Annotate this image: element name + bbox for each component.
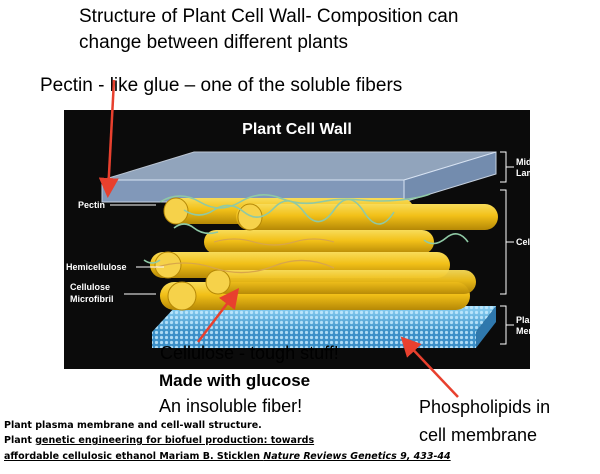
plasma-membrane xyxy=(152,306,496,348)
citation-prefix: Plant xyxy=(4,435,36,446)
page-title-line-1: Structure of Plant Cell Wall- Compositio… xyxy=(79,6,459,27)
citation-line-2: Plant genetic engineering for biofuel pr… xyxy=(4,435,314,446)
glucose-note: Made with glucose xyxy=(159,371,311,390)
label-cell-wall: Cell Wall xyxy=(516,237,530,247)
right-brackets xyxy=(500,151,514,345)
hemicellulose-strands xyxy=(153,238,335,274)
plant-cell-wall-figure: Plant Cell Wall xyxy=(64,110,530,369)
pectin-note: Pectin - like glue – one of the soluble … xyxy=(40,75,403,96)
citation-line-1: Plant plasma membrane and cell-wall stru… xyxy=(4,420,262,431)
label-middle: Middle xyxy=(516,157,530,167)
page-title-line-2: change between different plants xyxy=(79,32,349,53)
citation-line-3: affordable cellulosic ethanol Mariam B. … xyxy=(4,451,451,462)
citation-title-part-1: genetic engineering for biofuel producti… xyxy=(35,435,315,446)
label-microfibril: Microfibril xyxy=(70,294,114,304)
citation-title-part-2: affordable cellulosic ethanol Mariam B. … xyxy=(4,451,264,462)
phospholipids-note-line-2: cell membrane xyxy=(419,425,538,445)
label-hemicellulose: Hemicellulose xyxy=(66,262,127,272)
cellulose-note: Cellulose - tough stuff! xyxy=(160,343,339,363)
phospholipids-note-line-1: Phospholipids in xyxy=(419,397,551,417)
pectin-strands xyxy=(143,193,469,264)
cellulose-microfibrils xyxy=(150,197,498,311)
insoluble-fiber-note: An insoluble fiber! xyxy=(159,396,303,416)
left-leader-lines xyxy=(110,204,164,295)
middle-lamella xyxy=(101,151,497,203)
citation-journal: Nature Reviews Genetics 9, 433-44 xyxy=(263,451,451,462)
label-cellulose: Cellulose xyxy=(70,282,110,292)
label-plasma: Plasma xyxy=(516,315,530,325)
label-pectin: Pectin xyxy=(78,200,105,210)
label-lamella: Lamella xyxy=(516,168,530,178)
figure-title: Plant Cell Wall xyxy=(242,121,352,138)
label-membrane: Membrane xyxy=(516,326,530,336)
